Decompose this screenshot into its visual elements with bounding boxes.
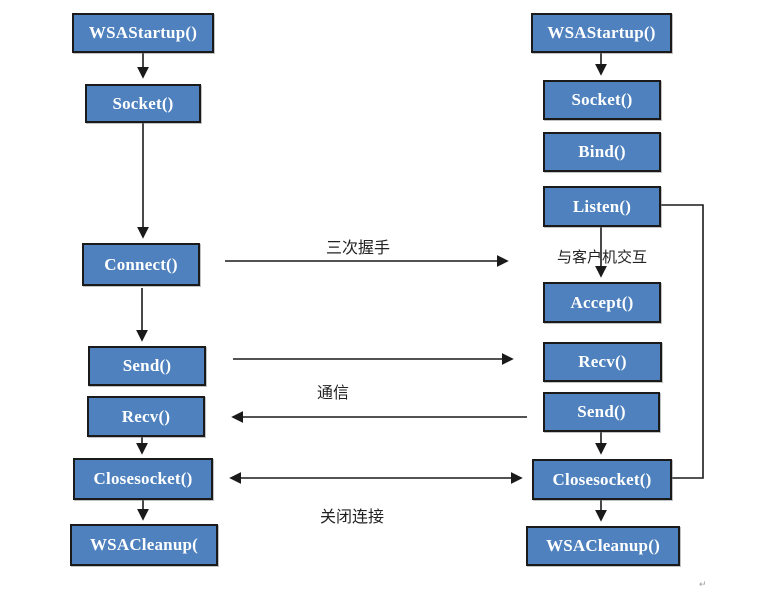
client-box-socket: Socket() — [85, 84, 201, 123]
client-box-connect: Connect() — [82, 243, 200, 286]
client-box-wsacleanup: WSACleanup( — [70, 524, 218, 566]
server-box-listen: Listen() — [543, 186, 661, 227]
client-box-send: Send() — [88, 346, 206, 386]
server-box-recv: Recv() — [543, 342, 662, 382]
server-box-wsacleanup: WSACleanup() — [526, 526, 680, 566]
line-listen-closesocket-loop — [661, 204, 704, 479]
communication-label: 通信 — [316, 385, 349, 402]
client-box-recv: Recv() — [87, 396, 205, 437]
server-box-socket: Socket() — [543, 80, 661, 120]
handshake-label: 三次握手 — [325, 240, 390, 257]
close-label: 关闭连接 — [319, 509, 384, 526]
server-box-closesocket: Closesocket() — [532, 459, 672, 500]
client-box-closesocket: Closesocket() — [73, 458, 213, 500]
server-box-wsastartup: WSAStartup() — [531, 13, 672, 53]
server-box-accept: Accept() — [543, 282, 661, 323]
interact-label: 与客户机交互 — [556, 250, 647, 266]
client-box-wsastartup: WSAStartup() — [72, 13, 214, 53]
paragraph-mark-artifact: ↵ — [699, 579, 707, 589]
server-box-bind: Bind() — [543, 132, 661, 172]
server-box-send: Send() — [543, 392, 660, 432]
